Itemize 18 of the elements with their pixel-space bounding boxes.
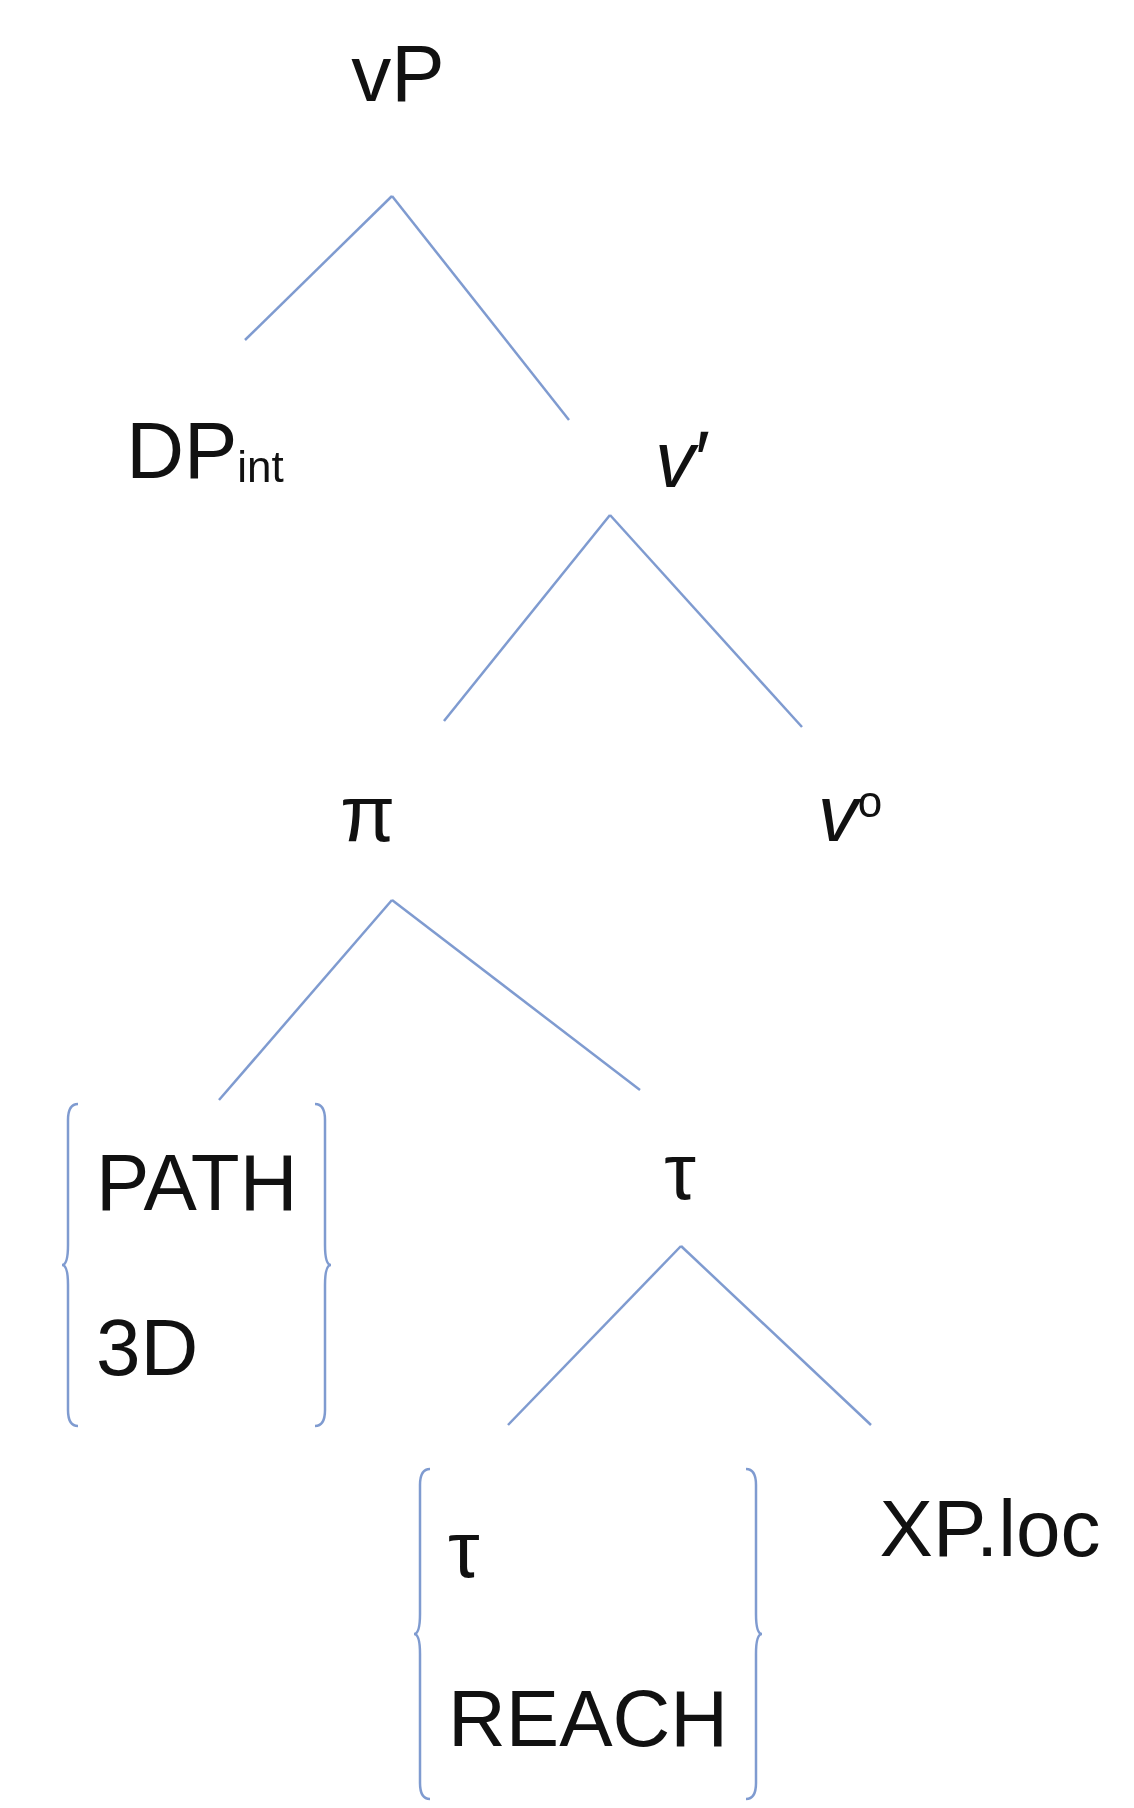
tree-branch-line bbox=[218, 899, 393, 1101]
tree-node-label: π bbox=[340, 774, 396, 854]
tree-branch-line bbox=[609, 514, 803, 728]
feature-label: REACH bbox=[448, 1678, 729, 1759]
tree-node-label: τ bbox=[664, 1132, 696, 1212]
feature-label: PATH bbox=[96, 1142, 298, 1223]
feature-label: 3D bbox=[96, 1307, 200, 1388]
tree-node-label: v$^{o}$ bbox=[817, 774, 883, 854]
tree-branch-line bbox=[507, 1245, 682, 1426]
feature-label: τ bbox=[448, 1509, 481, 1590]
tree-branch-line bbox=[391, 899, 641, 1091]
tree-branch-line bbox=[443, 514, 611, 722]
tree-node-label: XP.loc bbox=[879, 1489, 1101, 1569]
tree-node-label: vP bbox=[351, 34, 445, 114]
tree-branch-line bbox=[680, 1245, 872, 1426]
tree-node-label: v′ bbox=[655, 420, 710, 500]
tree-branch-line bbox=[244, 195, 393, 341]
tree-branch-line bbox=[391, 195, 570, 421]
